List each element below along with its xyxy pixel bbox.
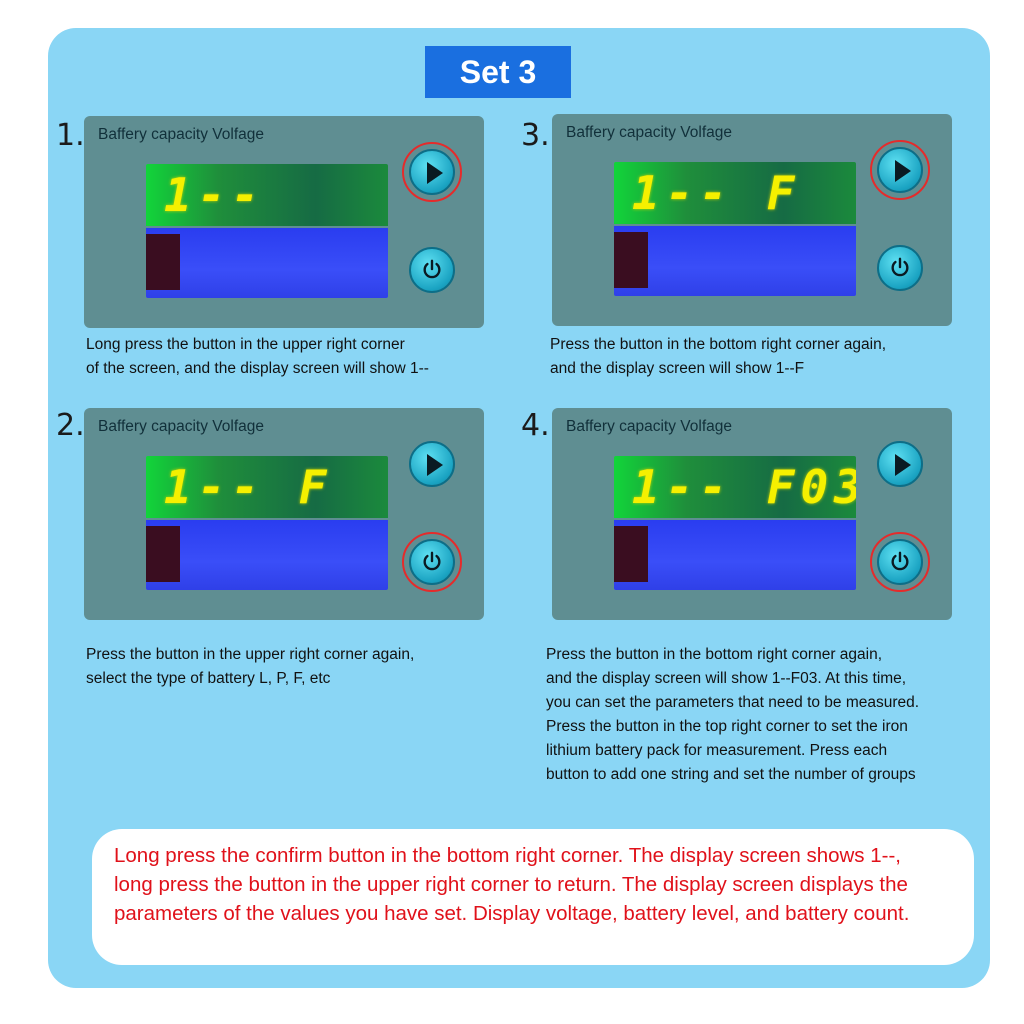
desc-line: Press the button in the bottom right cor… xyxy=(550,336,887,353)
power-button[interactable] xyxy=(877,539,923,585)
desc-line: select the type of battery L, P, F, etc xyxy=(86,670,331,687)
power-icon xyxy=(891,551,909,571)
desc-line: Press the button in the top right corner… xyxy=(546,718,908,735)
highlight-ring xyxy=(870,140,930,200)
step-4-number: 4. xyxy=(521,408,550,443)
play-icon xyxy=(895,160,911,182)
desc-line: and the display screen will show 1--F03.… xyxy=(546,670,907,687)
lcd-readout: 1-- F xyxy=(632,166,801,220)
lcd-display: 1-- F xyxy=(146,456,388,590)
power-icon xyxy=(423,551,441,571)
play-button[interactable] xyxy=(877,441,923,487)
step-3-number: 3. xyxy=(521,118,550,153)
highlight-ring xyxy=(870,532,930,592)
step-2-number: 2. xyxy=(56,408,85,443)
play-button[interactable] xyxy=(409,149,455,195)
lcd-display: 1-- F xyxy=(614,162,856,296)
lcd-readout: 1-- F03 xyxy=(632,460,856,514)
desc-line: Press the button in the bottom right cor… xyxy=(546,646,883,663)
power-icon xyxy=(423,259,441,279)
step-1-description: Long press the button in the upper right… xyxy=(86,333,429,381)
play-icon xyxy=(895,454,911,476)
play-button[interactable] xyxy=(409,441,455,487)
note-text: Long press the confirm button in the bot… xyxy=(114,844,910,925)
lcd-display: 1-- F03 xyxy=(614,456,856,590)
lcd-display: 1-- xyxy=(146,164,388,298)
page-title: Set 3 xyxy=(425,46,571,98)
power-button[interactable] xyxy=(877,245,923,291)
power-icon xyxy=(891,257,909,277)
step-3-panel: Baffery capacity Volfage 1-- F xyxy=(552,114,952,326)
step-2-description: Press the button in the upper right corn… xyxy=(86,643,414,691)
power-button[interactable] xyxy=(409,539,455,585)
panel-label: Baffery capacity Volfage xyxy=(98,126,265,143)
panel-label: Baffery capacity Volfage xyxy=(566,124,733,141)
highlight-ring xyxy=(402,142,462,202)
desc-line: you can set the parameters that need to … xyxy=(546,694,920,711)
step-2-panel: Baffery capacity Volfage 1-- F xyxy=(84,408,484,620)
lcd-readout: 1-- xyxy=(164,168,266,222)
desc-line: button to add one string and set the num… xyxy=(546,766,916,783)
desc-line: lithium battery pack for measurement. Pr… xyxy=(546,742,888,759)
panel-label: Baffery capacity Volfage xyxy=(98,418,265,435)
step-3-description: Press the button in the bottom right cor… xyxy=(550,333,886,381)
desc-line: Press the button in the upper right corn… xyxy=(86,646,415,663)
play-icon xyxy=(427,454,443,476)
play-button[interactable] xyxy=(877,147,923,193)
desc-line: and the display screen will show 1--F xyxy=(550,360,805,377)
lcd-readout: 1-- F xyxy=(164,460,333,514)
step-1-number: 1. xyxy=(56,118,85,153)
note-box: Long press the confirm button in the bot… xyxy=(92,829,974,965)
power-button[interactable] xyxy=(409,247,455,293)
step-1-panel: Baffery capacity Volfage 1-- xyxy=(84,116,484,328)
panel-label: Baffery capacity Volfage xyxy=(566,418,733,435)
step-4-panel: Baffery capacity Volfage 1-- F03 xyxy=(552,408,952,620)
desc-line: Long press the button in the upper right… xyxy=(86,336,405,353)
highlight-ring xyxy=(402,532,462,592)
play-icon xyxy=(427,162,443,184)
step-4-description: Press the button in the bottom right cor… xyxy=(546,643,919,787)
desc-line: of the screen, and the display screen wi… xyxy=(86,360,429,377)
